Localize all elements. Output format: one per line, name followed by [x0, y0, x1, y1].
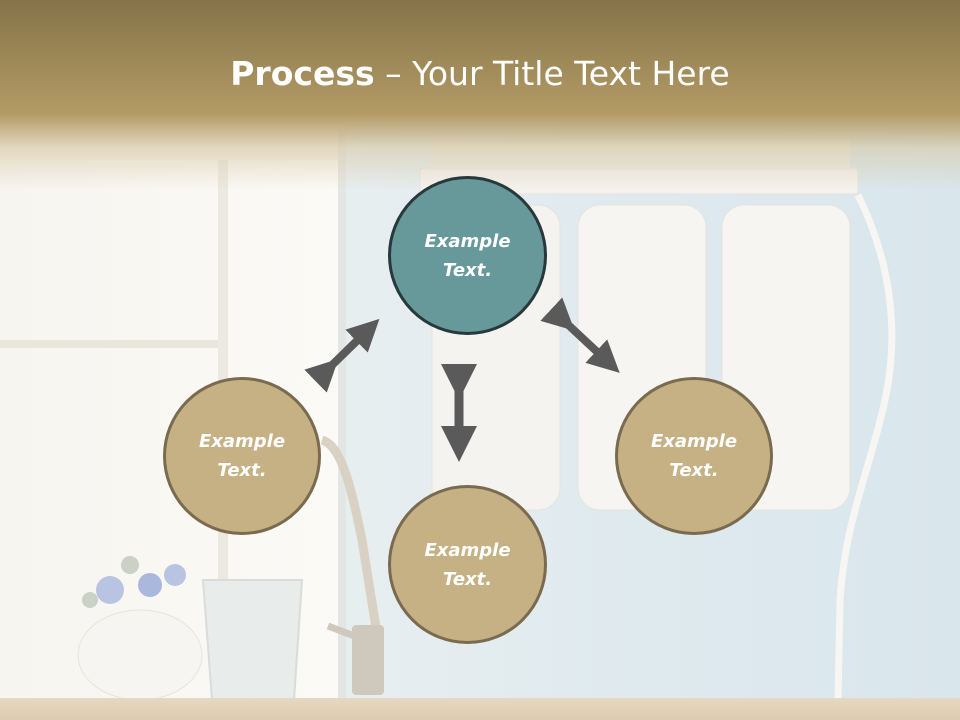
node-left-line1: Example [198, 431, 286, 452]
title-rest: – Your Title Text Here [374, 54, 730, 93]
node-right-line2: Text. [669, 460, 719, 481]
double-arrow-icon [304, 318, 380, 393]
double-arrow-icon [540, 297, 620, 373]
node-bottom-line1: Example [424, 539, 511, 561]
header-band [0, 0, 960, 190]
node-top-line2: Text. [442, 259, 493, 281]
counter-top [0, 698, 960, 720]
page-title: Process – Your Title Text Here [0, 54, 960, 93]
window-rail [0, 340, 225, 348]
node-top-line1: Example [424, 230, 511, 252]
title-bold: Process [230, 54, 375, 93]
node-right-line1: Example [650, 431, 738, 452]
node-bottom-line2: Text. [442, 568, 493, 590]
node-left-line2: Text. [217, 460, 267, 481]
